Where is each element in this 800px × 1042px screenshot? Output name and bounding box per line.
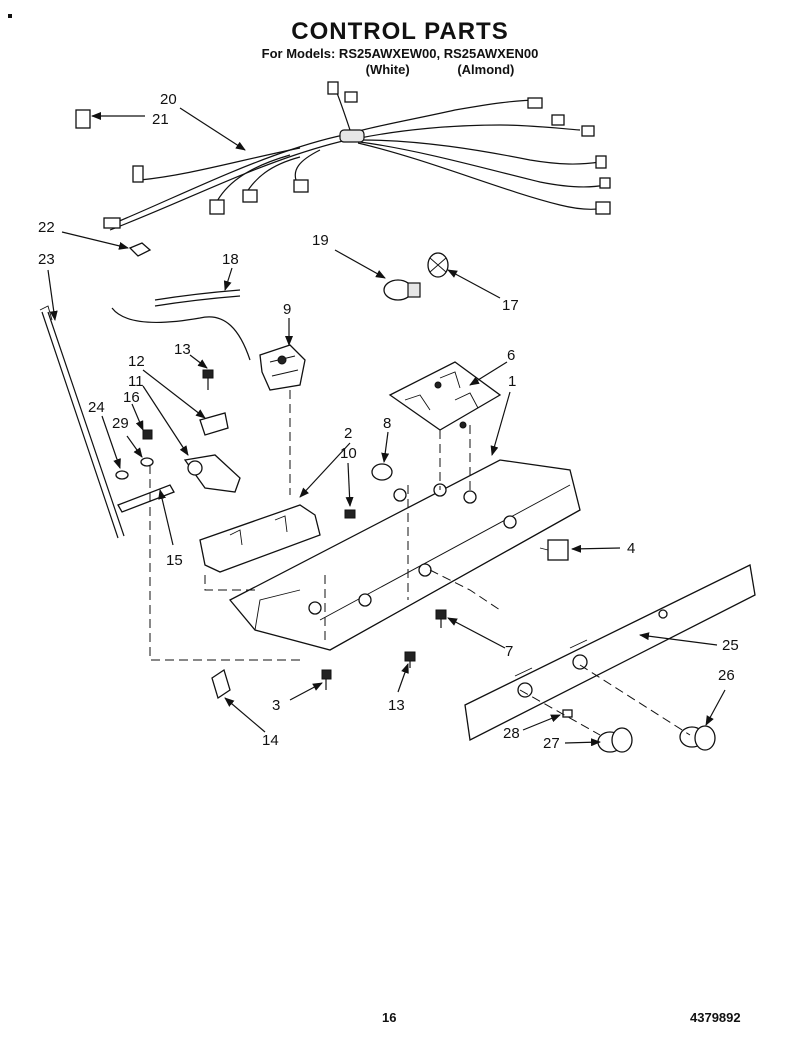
callout-7: 7 bbox=[505, 643, 513, 660]
bracket bbox=[199, 412, 229, 436]
light-bulb bbox=[383, 279, 421, 301]
screw-10 bbox=[344, 509, 356, 519]
callout-3: 3 bbox=[272, 697, 280, 714]
callout-27: 27 bbox=[543, 735, 560, 752]
grommet bbox=[371, 463, 393, 481]
callout-10: 10 bbox=[340, 445, 357, 462]
callout-2: 2 bbox=[344, 425, 352, 442]
control-board bbox=[388, 361, 502, 431]
callout-25: 25 bbox=[722, 637, 739, 654]
document-number: 4379892 bbox=[690, 1010, 741, 1025]
thermostat-control bbox=[183, 454, 241, 493]
callout-8: 8 bbox=[383, 415, 391, 432]
harness-clip bbox=[75, 109, 91, 129]
control-knob-26 bbox=[679, 725, 716, 751]
lever bbox=[117, 484, 175, 513]
callout-29: 29 bbox=[112, 415, 129, 432]
callout-12: 12 bbox=[128, 353, 145, 370]
callout-19: 19 bbox=[312, 232, 329, 249]
callout-16: 16 bbox=[123, 389, 140, 406]
wire-retainer-clip bbox=[128, 242, 152, 257]
callout-6: 6 bbox=[507, 347, 515, 364]
callout-17: 17 bbox=[502, 297, 519, 314]
page-number: 16 bbox=[382, 1010, 397, 1025]
callout-1: 1 bbox=[508, 373, 516, 390]
page-title: CONTROL PARTS bbox=[291, 18, 509, 45]
mounting-bracket bbox=[199, 504, 321, 573]
callout-23: 23 bbox=[38, 251, 55, 268]
callout-4: 4 bbox=[627, 540, 635, 557]
wire-harness bbox=[103, 81, 611, 231]
indicator-tab bbox=[562, 709, 573, 718]
callout-13-lower: 13 bbox=[388, 697, 405, 714]
callout-18: 18 bbox=[222, 251, 239, 268]
callout-26: 26 bbox=[718, 667, 735, 684]
light-socket bbox=[427, 252, 449, 278]
callout-9: 9 bbox=[283, 301, 291, 318]
control-housing bbox=[228, 459, 581, 651]
callout-28: 28 bbox=[503, 725, 520, 742]
callout-11: 11 bbox=[128, 373, 144, 390]
screw-7 bbox=[435, 609, 447, 628]
clip-14 bbox=[211, 668, 231, 700]
control-panel bbox=[464, 564, 756, 741]
tubing bbox=[154, 289, 241, 301]
corner-mark bbox=[8, 14, 12, 18]
color-variants: (White) (Almond) bbox=[40, 62, 800, 77]
variant-almond: (Almond) bbox=[457, 62, 515, 77]
callout-22: 22 bbox=[38, 219, 55, 236]
callout-21: 21 bbox=[152, 111, 169, 128]
light-switch bbox=[539, 539, 569, 561]
callout-15: 15 bbox=[166, 552, 183, 569]
variant-white: (White) bbox=[365, 62, 410, 77]
screw-lower bbox=[404, 651, 416, 668]
thermostat bbox=[259, 344, 306, 391]
models-line: For Models: RS25AWXEW00, RS25AWXEN00 bbox=[261, 46, 539, 61]
screw-upper bbox=[202, 369, 214, 390]
callout-13-upper: 13 bbox=[174, 341, 191, 358]
control-knob-27 bbox=[597, 727, 633, 753]
callout-14: 14 bbox=[262, 732, 279, 749]
callout-24: 24 bbox=[88, 399, 105, 416]
callout-20: 20 bbox=[160, 91, 177, 108]
control-rod bbox=[41, 311, 119, 539]
screw-3 bbox=[321, 669, 332, 690]
